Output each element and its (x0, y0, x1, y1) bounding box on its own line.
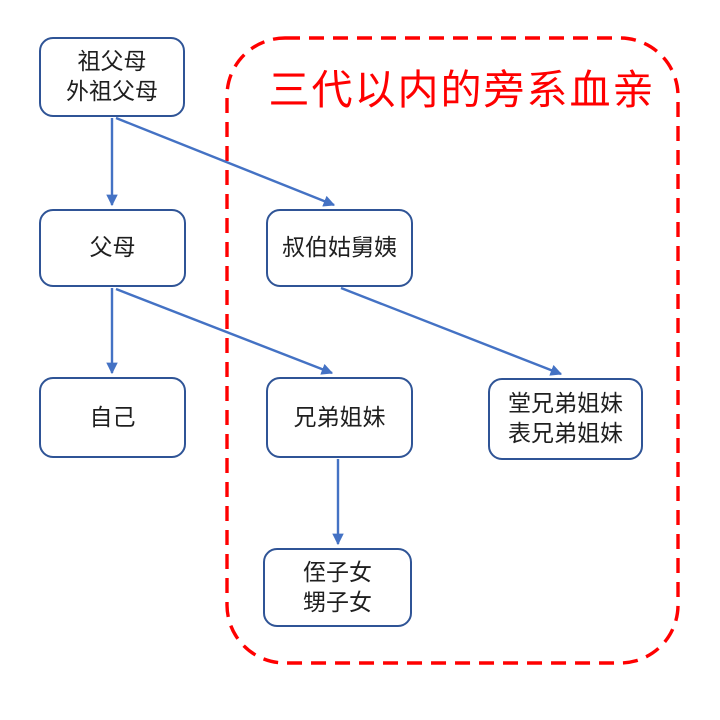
edge-parents-to-siblings (115, 287, 334, 375)
node-parents-label: 父母 (89, 234, 136, 261)
node-grandparents-label-line1: 祖父母 (77, 48, 147, 75)
collateral-relatives-region-outline (225, 36, 680, 665)
node-nephews-nieces: 侄子女 甥子女 (263, 548, 412, 627)
node-cousins-label-line2: 表兄弟姐妹 (508, 420, 623, 446)
node-nephews-nieces-label-line1: 侄子女 (303, 558, 372, 585)
node-cousins-label-line1: 堂兄弟姐妹 (508, 390, 623, 417)
edge-uncles-aunts-to-cousins (340, 286, 563, 376)
node-parents: 父母 (39, 209, 186, 287)
region-title: 三代以内的旁系血亲 (268, 67, 656, 113)
edge-grandparents-to-uncles-aunts (115, 116, 336, 207)
node-nephews-nieces-label-line2: 甥子女 (303, 588, 372, 615)
node-uncles-aunts: 叔伯姑舅姨 (266, 209, 413, 287)
node-grandparents-label-line2: 外祖父母 (66, 78, 158, 104)
node-grandparents: 祖父母 外祖父母 (39, 37, 185, 117)
node-self: 自己 (39, 377, 186, 458)
node-uncles-aunts-label: 叔伯姑舅姨 (282, 234, 397, 261)
node-cousins: 堂兄弟姐妹 表兄弟姐妹 (488, 378, 643, 460)
node-self-label: 自己 (89, 403, 136, 430)
node-siblings: 兄弟姐妹 (266, 377, 413, 458)
node-siblings-label: 兄弟姐妹 (293, 403, 386, 430)
